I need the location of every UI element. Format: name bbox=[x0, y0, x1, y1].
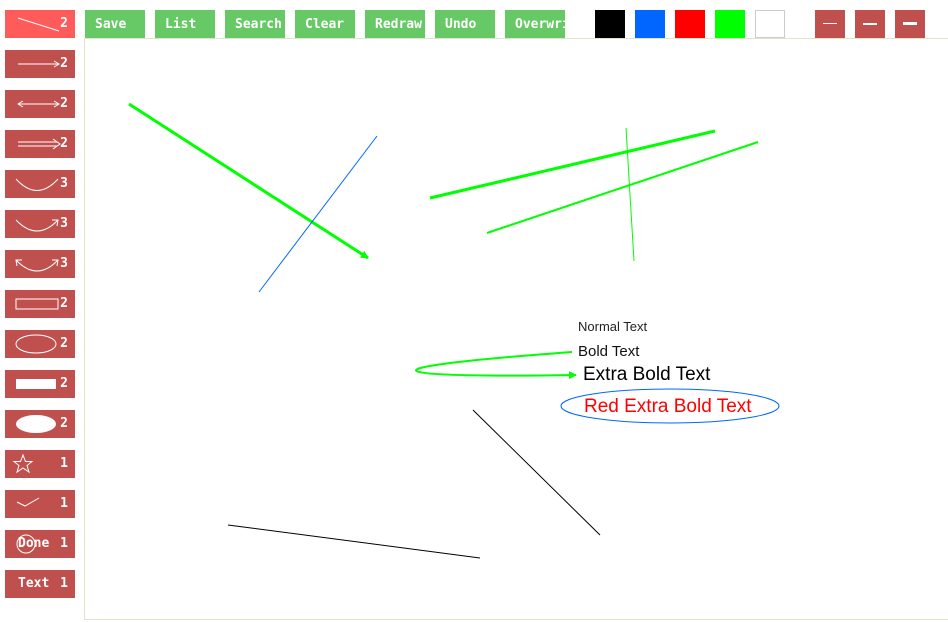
arc-arrow-icon bbox=[15, 219, 59, 232]
color-swatch-white[interactable] bbox=[755, 10, 785, 38]
arc-tool-button[interactable]: 3 bbox=[5, 170, 75, 198]
color-swatch-green[interactable] bbox=[715, 10, 745, 38]
color-swatch-black[interactable] bbox=[595, 10, 625, 38]
tool-count: 2 bbox=[60, 336, 68, 351]
drawing-canvas[interactable] bbox=[84, 38, 948, 620]
redraw-button[interactable]: Redraw bbox=[365, 10, 425, 38]
arrow-icon bbox=[18, 60, 60, 68]
canvas-text-normal: Normal Text bbox=[578, 319, 648, 334]
thick-arrow-tool-button[interactable]: 2 bbox=[5, 130, 75, 158]
save-button[interactable]: Save bbox=[85, 10, 145, 38]
search-button[interactable]: Search bbox=[225, 10, 285, 38]
rectangle-outline-icon bbox=[15, 298, 59, 310]
arrow-tool-button[interactable]: 2 bbox=[5, 50, 75, 78]
text-tool-label: Text bbox=[18, 576, 50, 591]
tool-count: 3 bbox=[60, 256, 68, 271]
tool-count: 2 bbox=[60, 376, 68, 391]
overwrite-button[interactable]: Overwrite bbox=[505, 10, 565, 38]
tool-count: 1 bbox=[60, 496, 68, 511]
filled-rectangle-tool-button[interactable]: 2 bbox=[5, 370, 75, 398]
tool-count: 3 bbox=[60, 176, 68, 191]
list-button[interactable]: List bbox=[155, 10, 215, 38]
canvas-text-red-extra-bold: Red Extra Bold Text bbox=[584, 396, 752, 417]
line-width-medium-button[interactable] bbox=[855, 10, 885, 38]
checkmark-icon bbox=[16, 497, 40, 507]
line-width-thin-button[interactable] bbox=[815, 10, 845, 38]
thick-line-icon bbox=[903, 22, 917, 25]
star-icon bbox=[12, 453, 34, 474]
tool-count: 2 bbox=[60, 416, 68, 431]
star-tool-button[interactable]: 1 bbox=[5, 450, 75, 478]
tool-count: 1 bbox=[60, 456, 68, 471]
double-arrow-icon bbox=[17, 100, 60, 108]
arc-arrow-tool-button[interactable]: 3 bbox=[5, 210, 75, 238]
double-arrow-tool-button[interactable]: 2 bbox=[5, 90, 75, 118]
arc-double-arrow-tool-button[interactable]: 3 bbox=[5, 250, 75, 278]
tool-count: 1 bbox=[60, 576, 68, 591]
checkmark-tool-button[interactable]: 1 bbox=[5, 490, 75, 518]
undo-button[interactable]: Undo bbox=[435, 10, 495, 38]
tool-count: 3 bbox=[60, 216, 68, 231]
done-stamp-tool-button[interactable]: Done 1 bbox=[5, 530, 75, 558]
ellipse-tool-button[interactable]: 2 bbox=[5, 330, 75, 358]
medium-line-icon bbox=[863, 23, 877, 25]
canvas-text-bold: Bold Text bbox=[578, 343, 640, 360]
thick-arrow-icon bbox=[18, 138, 61, 150]
ellipse-filled-icon bbox=[16, 415, 56, 433]
done-stamp-icon bbox=[16, 534, 36, 554]
tool-count: 2 bbox=[60, 96, 68, 111]
color-swatch-blue[interactable] bbox=[635, 10, 665, 38]
arc-icon bbox=[15, 178, 59, 191]
filled-ellipse-tool-button[interactable]: 2 bbox=[5, 410, 75, 438]
done-stamp-label: Done bbox=[18, 536, 50, 551]
tool-count: 2 bbox=[60, 16, 68, 31]
color-swatch-red[interactable] bbox=[675, 10, 705, 38]
thin-line-icon bbox=[823, 23, 837, 24]
ellipse-outline-icon bbox=[15, 334, 57, 354]
rectangle-tool-button[interactable]: 2 bbox=[5, 290, 75, 318]
tool-count: 2 bbox=[60, 56, 68, 71]
tool-count: 1 bbox=[60, 536, 68, 551]
canvas-text-extra-bold: Extra Bold Text bbox=[583, 364, 711, 385]
text-tool-button[interactable]: Text 1 bbox=[5, 570, 75, 598]
tool-count: 2 bbox=[60, 296, 68, 311]
line-icon bbox=[17, 17, 60, 32]
clear-button[interactable]: Clear bbox=[295, 10, 355, 38]
tool-count: 2 bbox=[60, 136, 68, 151]
arc-double-arrow-icon bbox=[15, 259, 59, 272]
line-tool-button[interactable]: 2 bbox=[5, 10, 75, 38]
line-width-thick-button[interactable] bbox=[895, 10, 925, 38]
rectangle-filled-icon bbox=[16, 379, 56, 389]
